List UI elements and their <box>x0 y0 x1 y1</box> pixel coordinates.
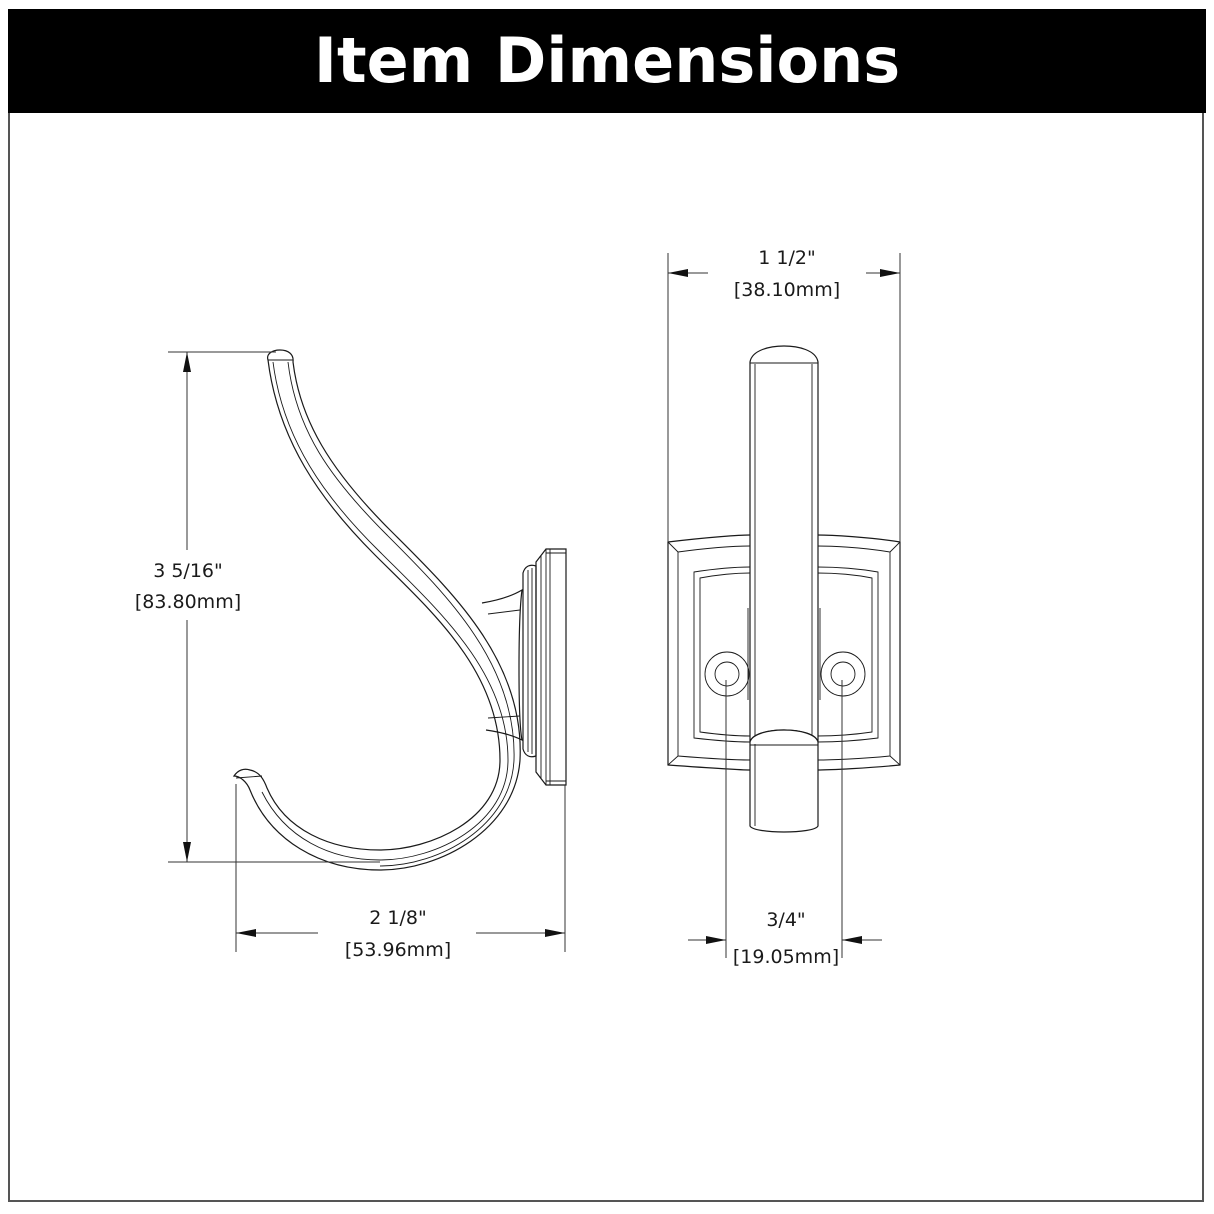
depth-metric-label: [53.96mm] <box>345 939 451 961</box>
hole-spacing-dimension <box>688 680 882 958</box>
diagram-frame <box>8 9 1204 1202</box>
side-view-hook <box>232 349 567 871</box>
header-banner: Item Dimensions <box>8 9 1206 113</box>
page-title: Item Dimensions <box>313 24 901 97</box>
depth-imperial-label: 2 1/8" <box>369 907 426 929</box>
width-imperial-label: 1 1/2" <box>758 247 815 269</box>
hole-spacing-metric-label: [19.05mm] <box>733 946 839 968</box>
front-view-hook <box>667 345 901 833</box>
depth-dimension <box>235 784 566 952</box>
height-imperial-label: 3 5/16" <box>153 560 223 582</box>
width-metric-label: [38.10mm] <box>734 279 840 301</box>
hole-spacing-imperial-label: 3/4" <box>766 909 805 931</box>
height-metric-label: [83.80mm] <box>135 591 241 613</box>
height-dimension <box>168 351 380 863</box>
width-dimension <box>667 253 901 542</box>
